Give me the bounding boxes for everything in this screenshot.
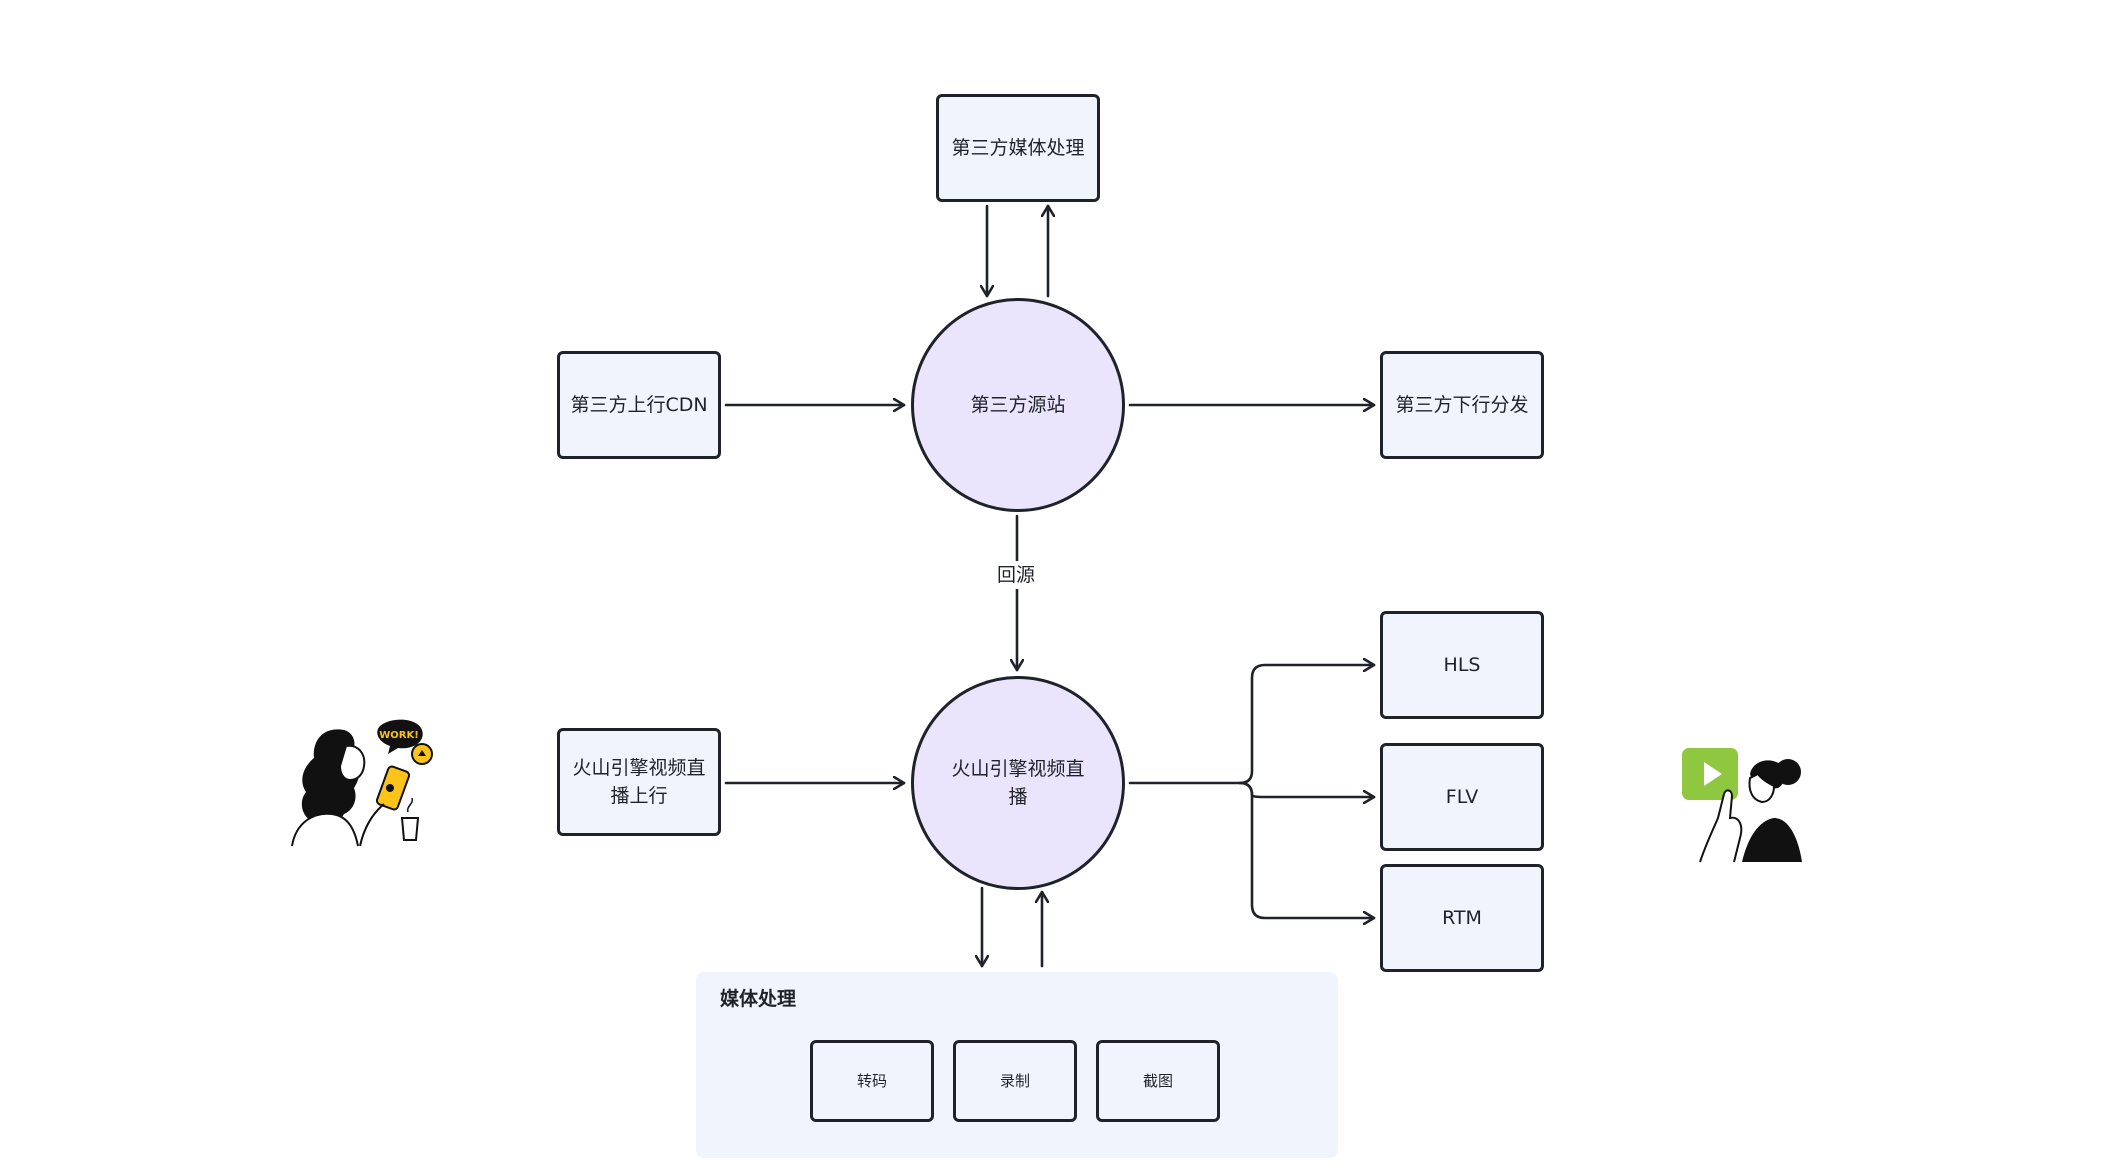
node-rtm[interactable]: RTM [1380, 864, 1544, 972]
node-third-party-downstream[interactable]: 第三方下行分发 [1380, 351, 1544, 459]
edge-live-to-hls [1128, 665, 1376, 785]
node-hls[interactable]: HLS [1380, 611, 1544, 719]
media-processing-group[interactable]: 媒体处理 转码 录制 截图 [696, 972, 1338, 1158]
edge-live-to-flv [1238, 781, 1376, 797]
node-flv[interactable]: FLV [1380, 743, 1544, 851]
media-item-screenshot[interactable]: 截图 [1096, 1040, 1220, 1122]
edge-live-to-rtm [1238, 781, 1376, 918]
media-item-record[interactable]: 录制 [953, 1040, 1077, 1122]
node-third-party-upstream-cdn[interactable]: 第三方上行CDN [557, 351, 721, 459]
node-third-party-origin[interactable]: 第三方源站 [911, 298, 1125, 512]
node-third-party-media-processing[interactable]: 第三方媒体处理 [936, 94, 1100, 202]
person-pressing-play-icon [1682, 748, 1802, 863]
edge-label-back-to-origin: 回源 [986, 561, 1046, 589]
media-processing-group-title: 媒体处理 [720, 988, 797, 1010]
person-with-phone-icon: WORK! [291, 719, 433, 847]
node-volc-live[interactable]: 火山引擎视频直播 [911, 676, 1125, 890]
node-volc-live-upstream[interactable]: 火山引擎视频直播上行 [557, 728, 721, 836]
media-item-transcode[interactable]: 转码 [810, 1040, 934, 1122]
bubble-text: WORK! [379, 730, 419, 741]
